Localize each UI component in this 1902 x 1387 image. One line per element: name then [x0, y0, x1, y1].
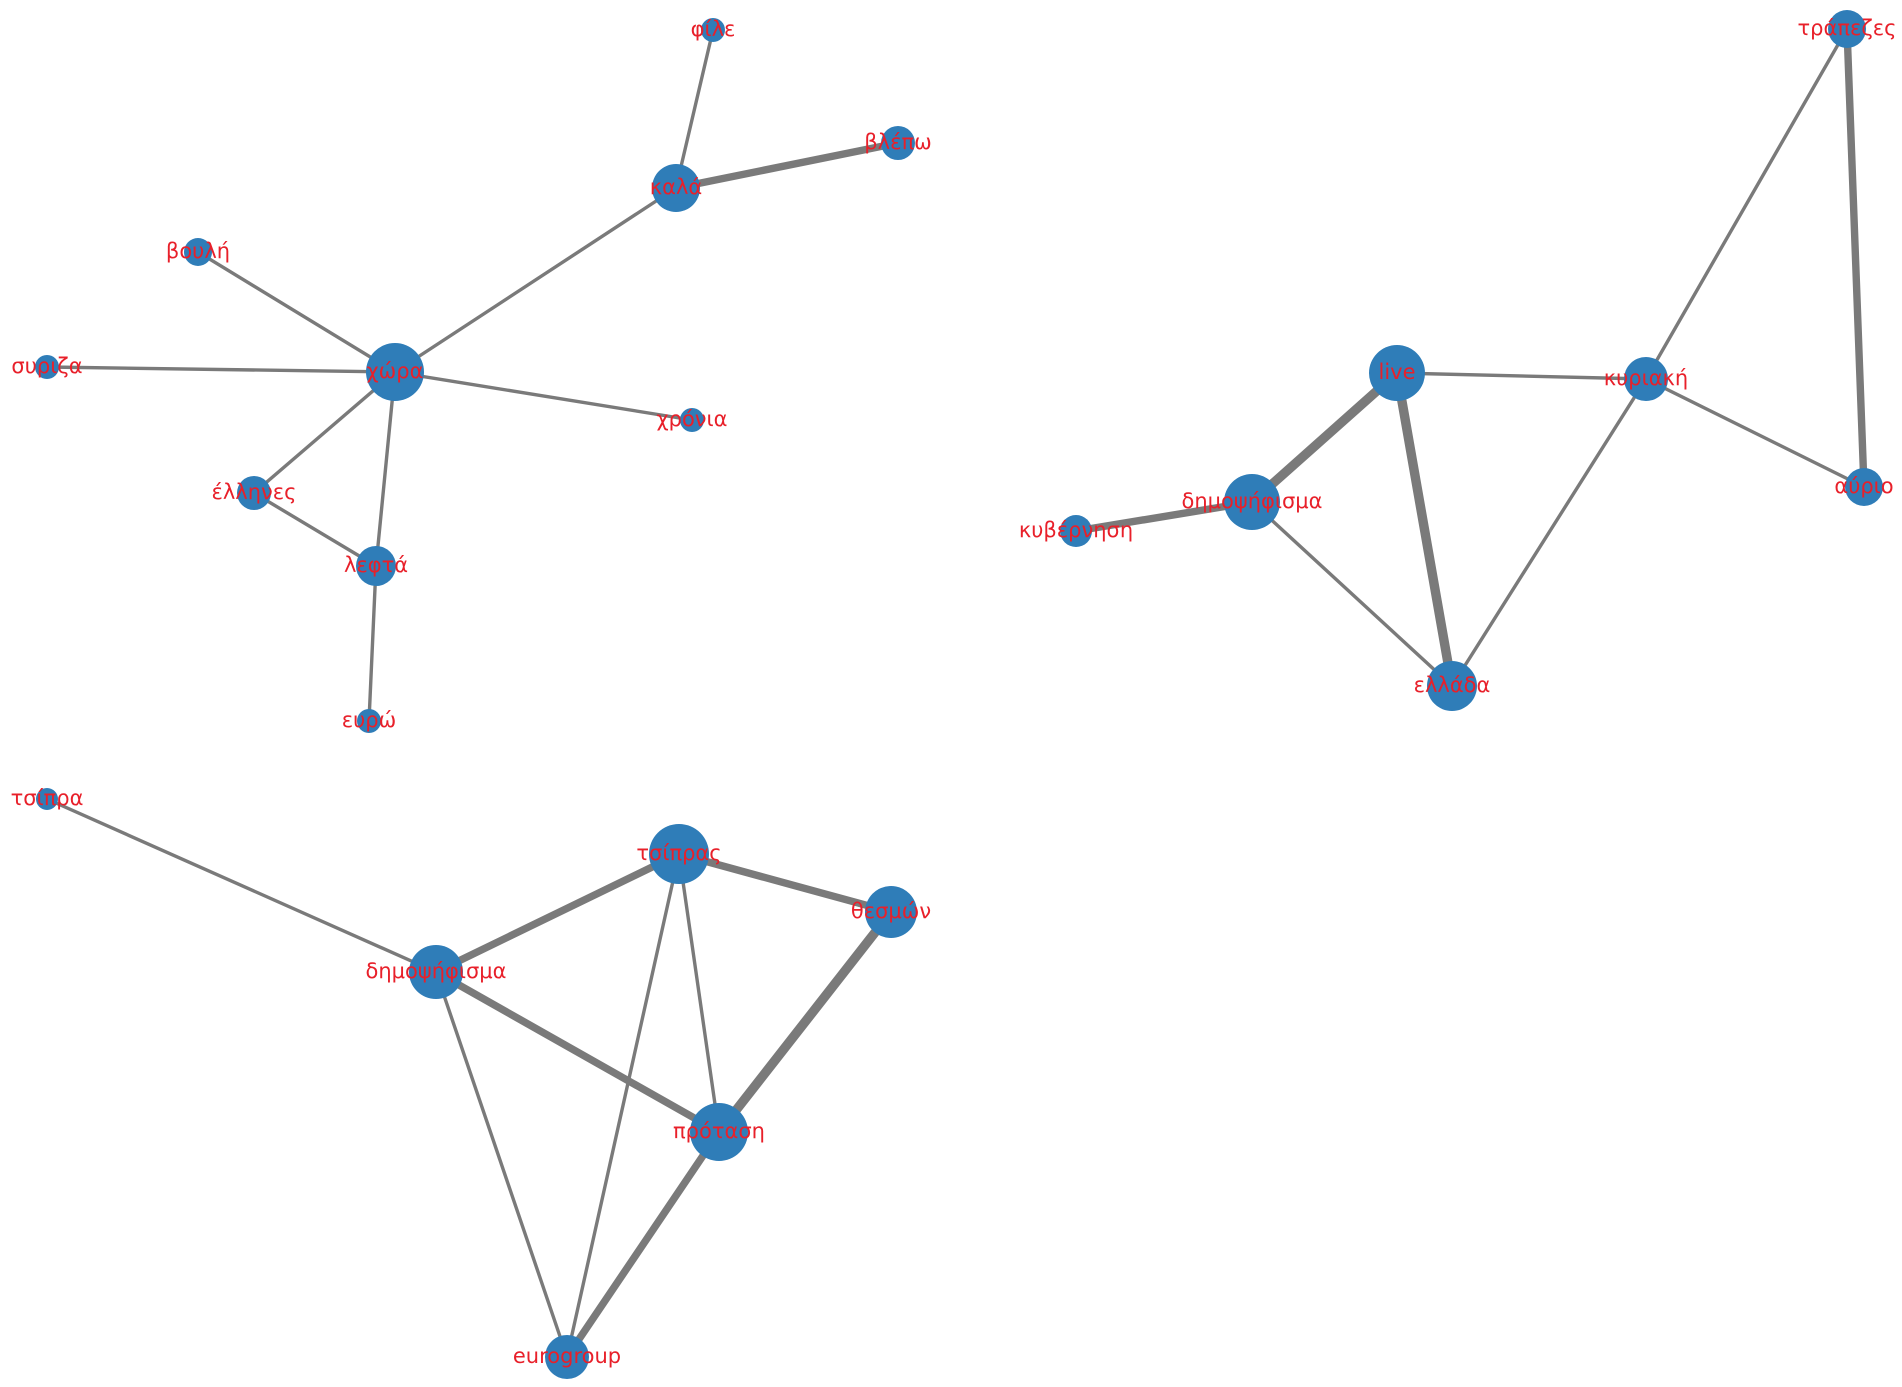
node-label-g2-trapezes: τράπεζες — [1798, 16, 1897, 40]
node-label-g3-thesmon: θεσμών — [851, 899, 931, 923]
node-g1-xronia — [680, 408, 704, 432]
edge-g3-protasi-g3-eurogroup — [563, 1128, 723, 1361]
node-g3-tsipra — [36, 788, 58, 810]
edge-g2-trapezes-g2-avrio — [1843, 25, 1868, 491]
node-g1-vlepo — [881, 126, 915, 160]
edge-g1-xwra-g1-vouli — [196, 250, 397, 374]
edge-g2-live-g2-ellada — [1392, 368, 1457, 691]
node-label-g1-syriza: συριζα — [11, 354, 82, 378]
edge-g2-live-g2-dimopsifisma — [1247, 368, 1402, 507]
node-g1-kala — [652, 164, 700, 212]
edge-g2-dimopsifisma-g2-kyvernisi — [1072, 498, 1256, 535]
node-g1-lefta — [356, 546, 396, 586]
edge-g1-xwra-g1-ellines — [252, 370, 397, 495]
edge-g1-xwra-g1-xronia — [393, 370, 694, 422]
node-g1-file — [701, 18, 725, 42]
edge-g1-xwra-g1-kala — [393, 186, 678, 374]
node-g3-eurogroup — [545, 1335, 589, 1379]
node-label-g2-live: live — [1378, 360, 1415, 384]
node-g1-syriza — [35, 355, 59, 379]
node-g2-trapezes — [1828, 10, 1866, 48]
node-g1-ellines — [237, 476, 271, 510]
node-g1-evro — [357, 709, 381, 733]
node-label-g1-kala: καλά — [650, 175, 703, 199]
node-g3-tsipras — [649, 824, 709, 884]
edge-g1-xwra-g1-syriza — [45, 365, 397, 374]
node-g2-avrio — [1845, 468, 1883, 506]
node-g3-protasi — [690, 1103, 748, 1161]
node-label-g1-evro: ευρώ — [342, 708, 396, 732]
node-g3-dimopsifisma — [409, 945, 463, 999]
node-label-g1-lefta: λεφτά — [344, 553, 408, 577]
node-g3-thesmon — [865, 886, 917, 938]
edge-g3-tsipra-g3-dimopsifisma — [45, 797, 438, 974]
node-label-g3-dimopsifisma: δημοψήφισμα — [365, 959, 506, 983]
node-label-g3-tsipras: τσίπρας — [636, 841, 721, 865]
node-label-g3-protasi: πρόταση — [673, 1119, 765, 1143]
edge-g3-tsipras-g3-protasi — [677, 852, 721, 1134]
node-g2-dimopsifisma — [1224, 474, 1280, 530]
node-label-g1-xwra: χώρα — [367, 359, 424, 383]
node-g2-kyriaki — [1624, 357, 1668, 401]
edge-g3-tsipras-g3-eurogroup — [565, 852, 681, 1359]
node-label-g1-vlepo: βλέπω — [864, 130, 931, 154]
node-label-g1-ellines: έλληνες — [212, 480, 297, 504]
edge-g2-kyriaki-g2-ellada — [1450, 377, 1648, 688]
node-label-g1-vouli: βουλή — [166, 239, 230, 263]
node-label-g3-tsipra: τσίπρα — [11, 786, 84, 810]
node-label-g2-kyriaki: κυριακή — [1604, 366, 1689, 390]
edge-g1-xwra-g1-lefta — [374, 370, 397, 568]
node-g2-live — [1369, 345, 1425, 401]
edge-g1-kala-g1-file — [674, 28, 715, 190]
node-label-g2-avrio: αύριο — [1834, 474, 1893, 498]
node-label-g1-xronia: χρόνια — [657, 407, 728, 431]
node-g2-ellada — [1427, 661, 1477, 711]
node-label-g3-eurogroup: eurogroup — [513, 1344, 621, 1368]
node-g2-kyvernisi — [1060, 515, 1092, 547]
edge-g3-dimopsifisma-g3-eurogroup — [434, 970, 569, 1359]
node-label-g2-kyvernisi: κυβέρνηση — [1019, 518, 1133, 542]
edge-g3-tsipras-g3-dimopsifisma — [432, 850, 683, 976]
edge-g1-kala-g1-vlepo — [672, 139, 902, 192]
edge-g3-thesmon-g3-protasi — [714, 907, 896, 1137]
edge-g2-live-g2-kyriaki — [1395, 371, 1648, 381]
edge-g3-dimopsifisma-g3-protasi — [432, 968, 723, 1136]
node-label-g2-dimopsifisma: δημοψήφισμα — [1181, 489, 1322, 513]
edge-g3-tsipras-g3-thesmon — [675, 850, 895, 916]
node-label-g2-ellada: ελλάδα — [1414, 673, 1491, 697]
edge-g1-lefta-g1-evro — [367, 564, 378, 723]
node-label-g1-file: φίλε — [691, 17, 736, 41]
edge-g1-ellines-g1-lefta — [252, 491, 378, 568]
edge-g2-kyriaki-g2-trapezes — [1644, 27, 1849, 381]
node-g1-vouli — [184, 238, 212, 266]
edge-g2-dimopsifisma-g2-ellada — [1250, 500, 1454, 688]
edge-g2-kyriaki-g2-avrio — [1644, 377, 1866, 489]
node-g1-xwra — [366, 343, 424, 401]
